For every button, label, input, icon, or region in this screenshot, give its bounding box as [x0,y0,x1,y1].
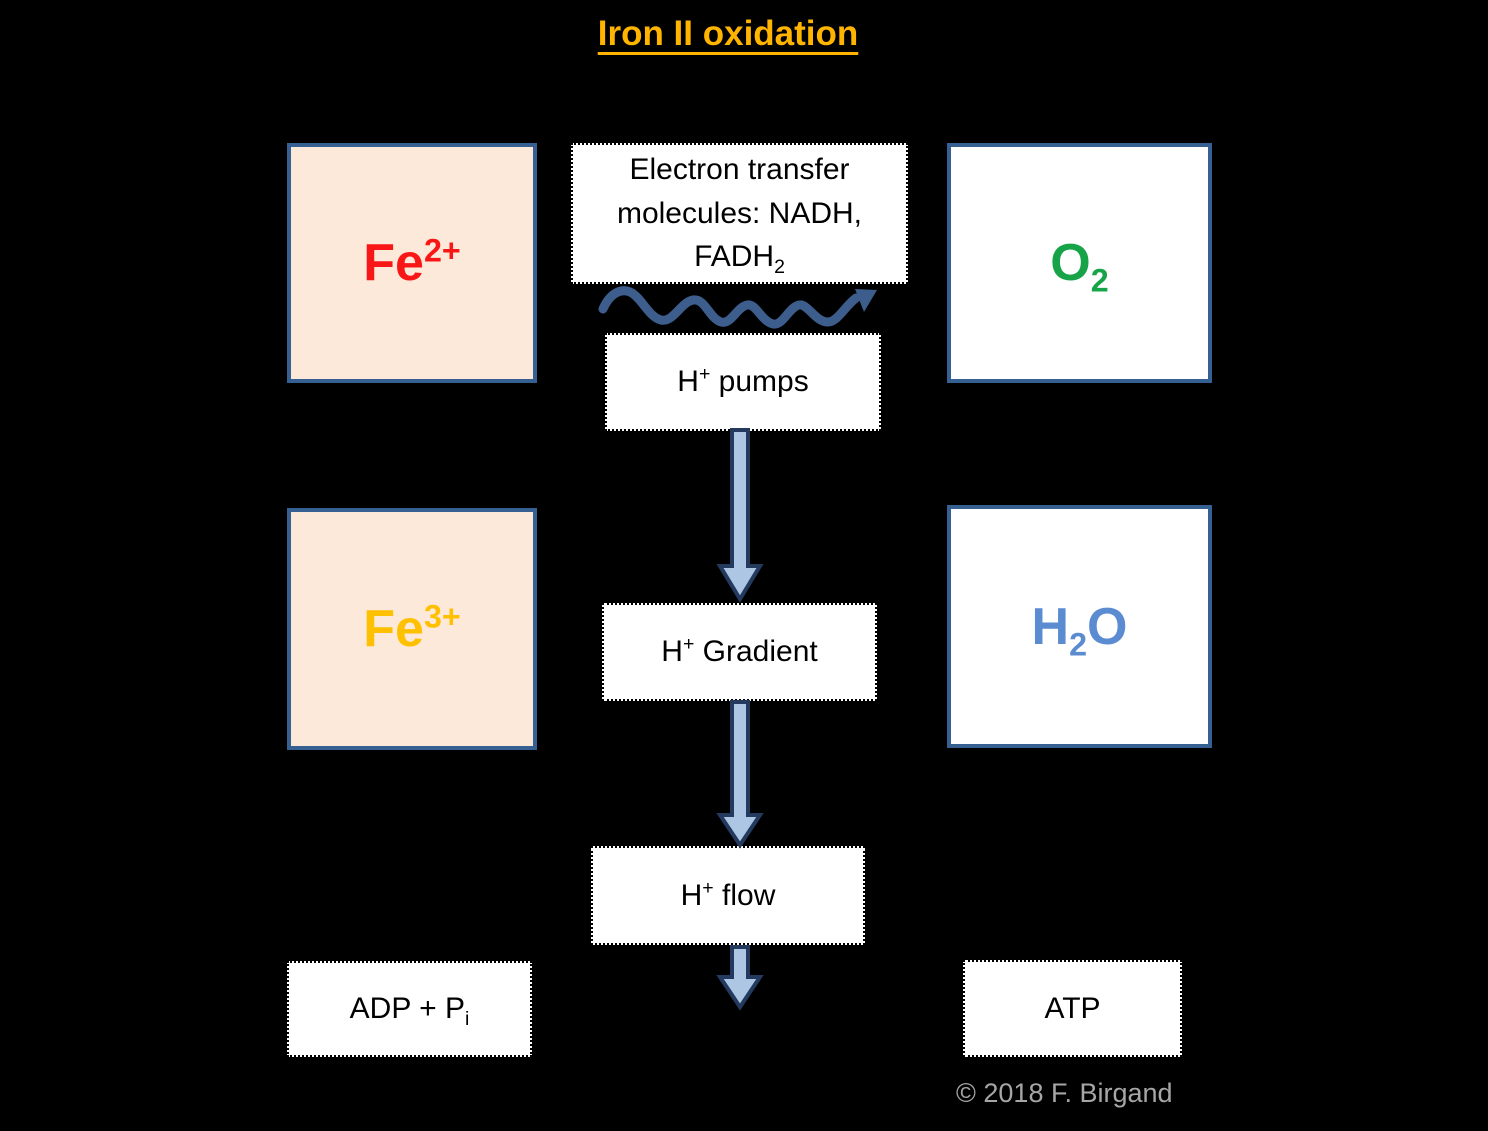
h2o-label: H2O [1031,597,1128,661]
h-pumps-text: pumps [710,365,809,399]
h-pumps-box: H+ pumps [605,333,881,431]
flow-output-arrow [716,945,764,1011]
h-flow-label: H+ flow [681,874,776,918]
adp-subscript: i [465,1008,470,1031]
atp-label: ATP [1044,991,1101,1025]
h-flow-plus: + [702,876,714,899]
h-gradient-text: Gradient [694,635,818,669]
electron-wavy-arrow [598,286,877,329]
o2-box: O2 [947,143,1212,383]
o2-text: O [1050,234,1091,292]
fe2-text: Fe [363,234,424,292]
fe2-box: Fe2+ [287,143,537,383]
h2o-o: O [1087,597,1128,656]
fe3-text: Fe [363,600,424,658]
gradient-to-flow-arrow [716,700,764,849]
h2o-subscript: 2 [1069,625,1088,662]
diagram-title: Iron II oxidation [597,14,859,53]
copyright-text: © 2018 F. Birgand [956,1078,1173,1108]
fe3-label: Fe3+ [363,600,460,658]
fe2-superscript: 2+ [423,232,461,269]
h-flow-box: H+ flow [591,846,865,945]
electron-transfer-box: Electron transfer molecules: NADH, FADH2 [571,143,908,284]
h-flow-text: flow [713,878,776,912]
pumps-to-gradient-arrow [716,428,764,603]
electron-transfer-text: Electron transfer molecules: NADH, FADH [616,153,863,274]
electron-transfer-label: Electron transfer molecules: NADH, FADH2 [583,148,896,279]
fe3-superscript: 3+ [423,598,461,635]
h-gradient-h: H [661,635,683,669]
o2-label: O2 [1050,234,1108,297]
h-pumps-label: H+ pumps [677,360,808,404]
adp-box: ADP + Pi [287,961,532,1057]
adp-text: ADP + P [349,992,465,1026]
h-gradient-plus: + [682,633,695,656]
h-flow-h: H [680,878,703,912]
h2o-box: H2O [947,505,1212,748]
h-pumps-h: H [677,365,699,399]
adp-label: ADP + Pi [350,987,470,1031]
h-gradient-label: H+ Gradient [661,630,817,674]
h-gradient-box: H+ Gradient [602,603,877,701]
atp-box: ATP [963,960,1182,1057]
h-pumps-plus: + [698,363,711,386]
o2-subscript: 2 [1090,262,1109,299]
h2o-h: H [1031,597,1070,656]
fadh-subscript: 2 [774,256,785,279]
fe2-label: Fe2+ [363,234,460,292]
fe3-box: Fe3+ [287,508,537,750]
